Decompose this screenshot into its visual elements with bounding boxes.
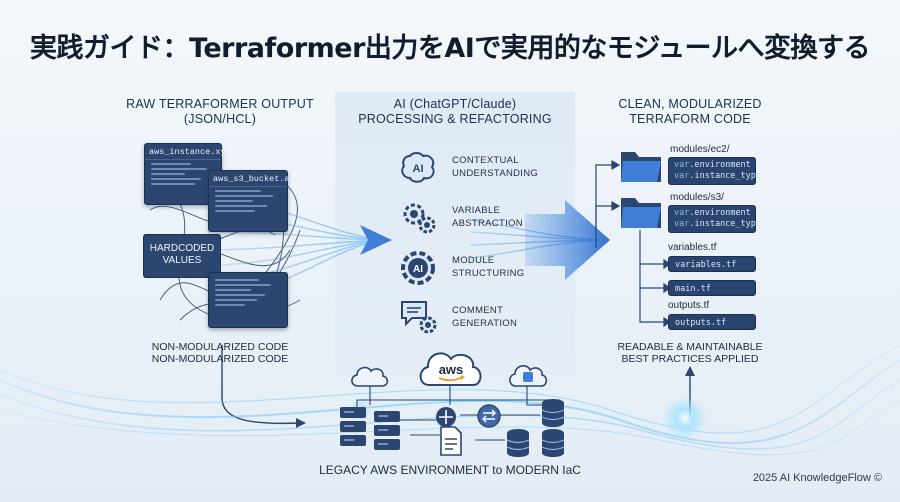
middle-heading-line2: PROCESSING & REFACTORING bbox=[358, 112, 552, 126]
code-card-blank bbox=[208, 272, 288, 328]
arrow-into-ai bbox=[360, 225, 392, 255]
step1-line2: UNDERSTANDING bbox=[452, 168, 539, 179]
left-footer-line1: NON-MODULARIZED CODE bbox=[151, 341, 289, 353]
copyright-text: 2025 AI KnowledgeFlow © bbox=[752, 472, 882, 484]
step2-line1: VARIABLE bbox=[452, 205, 501, 216]
database-icon bbox=[506, 429, 530, 457]
main-tf-file: main.tf bbox=[668, 280, 756, 296]
step3-line1: MODULE bbox=[452, 255, 495, 266]
comment-gear-icon bbox=[401, 301, 437, 334]
outputs-tf-file: outputs.tf bbox=[668, 314, 756, 330]
hardcoded-line1: HARDCODED bbox=[149, 243, 215, 254]
hardcoded-line2: VALUES bbox=[162, 255, 202, 266]
hardcoded-values-box: HARDCODED VALUES bbox=[143, 234, 221, 278]
module-s3-code: var.environment var.instance_type bbox=[668, 205, 761, 233]
right-footer: READABLE & MAINTAINABLE BEST PRACTICES A… bbox=[595, 341, 785, 365]
folder-icon bbox=[621, 152, 661, 182]
svg-text:AI: AI bbox=[413, 264, 423, 275]
cloud-icon bbox=[351, 366, 389, 387]
cloud-db-icon bbox=[509, 365, 548, 387]
right-footer-line2: BEST PRACTICES APPLIED bbox=[621, 353, 759, 365]
step-comment-generation: COMMENT GENERATION bbox=[398, 298, 578, 338]
middle-heading-line1: AI (ChatGPT/Claude) bbox=[393, 97, 517, 111]
outputs-tf-label: outputs.tf bbox=[668, 300, 710, 311]
right-column-heading: CLEAN, MODULARIZED TERRAFORM CODE bbox=[585, 97, 795, 127]
glow-spot bbox=[663, 396, 707, 440]
network-node-icon bbox=[436, 407, 456, 427]
variables-tf-file: variables.tf bbox=[668, 256, 756, 272]
bottom-caption: LEGACY AWS ENVIRONMENT to MODERN IaC bbox=[319, 463, 581, 477]
database-icon bbox=[541, 399, 565, 427]
code-card-instance-title: aws_instance.xyz bbox=[145, 144, 231, 160]
module-ec2-code: var.environment var.instance_type bbox=[668, 157, 761, 185]
database-icon bbox=[541, 429, 565, 457]
server-stack-icon bbox=[340, 407, 400, 450]
folder-icon bbox=[621, 198, 661, 228]
left-footer-line2: NON-MODULARIZED CODE bbox=[151, 353, 289, 365]
right-heading-line2: TERRAFORM CODE bbox=[629, 112, 751, 126]
ai-brain-icon: AI bbox=[401, 152, 435, 183]
step-contextual-understanding: AI CONTEXTUAL UNDERSTANDING bbox=[398, 148, 578, 188]
variables-tf-label: variables.tf bbox=[668, 242, 717, 253]
svg-text:AI: AI bbox=[413, 163, 424, 175]
router-icon bbox=[477, 404, 501, 428]
step1-line1: CONTEXTUAL bbox=[452, 155, 519, 166]
module-s3-label: modules/s3/ bbox=[670, 192, 724, 203]
left-column-heading: RAW TERRAFORMER OUTPUT (JSON/HCL) bbox=[115, 97, 325, 127]
aws-cloud-icon bbox=[419, 352, 482, 386]
aws-logo-text: aws bbox=[438, 362, 464, 377]
step-module-structuring: AI MODULE STRUCTURING bbox=[398, 248, 578, 288]
ai-gear-icon: AI bbox=[401, 251, 435, 285]
module-ec2-label: modules/ec2/ bbox=[670, 144, 730, 155]
gears-icon bbox=[403, 203, 436, 234]
step-variable-abstraction: VARIABLE ABSTRACTION bbox=[398, 198, 578, 238]
step3-line2: STRUCTURING bbox=[452, 268, 525, 279]
step4-line2: GENERATION bbox=[452, 318, 518, 329]
glow-wave bbox=[0, 344, 900, 456]
left-heading-line2: (JSON/HCL) bbox=[183, 112, 257, 126]
big-arrow-out bbox=[525, 200, 610, 280]
step2-line2: ABSTRACTION bbox=[452, 218, 523, 229]
document-icon bbox=[440, 426, 462, 456]
middle-column-heading: AI (ChatGPT/Claude) PROCESSING & REFACTO… bbox=[345, 97, 565, 127]
code-card-s3: aws_s3_bucket.abc bbox=[208, 170, 300, 232]
right-heading-line1: CLEAN, MODULARIZED bbox=[618, 97, 762, 111]
step4-line1: COMMENT bbox=[452, 305, 504, 316]
right-footer-line1: READABLE & MAINTAINABLE bbox=[617, 341, 763, 353]
tree-lines bbox=[595, 159, 672, 328]
left-heading-line1: RAW TERRAFORMER OUTPUT bbox=[126, 97, 314, 111]
left-footer: NON-MODULARIZED CODE NON-MODULARIZED COD… bbox=[130, 341, 310, 365]
code-card-s3-title: aws_s3_bucket.abc bbox=[209, 171, 300, 187]
page-title: 実践ガイド：Terraformer出力をAIで実用的なモジュールへ変換する bbox=[30, 33, 870, 64]
left-return-line bbox=[221, 345, 301, 425]
